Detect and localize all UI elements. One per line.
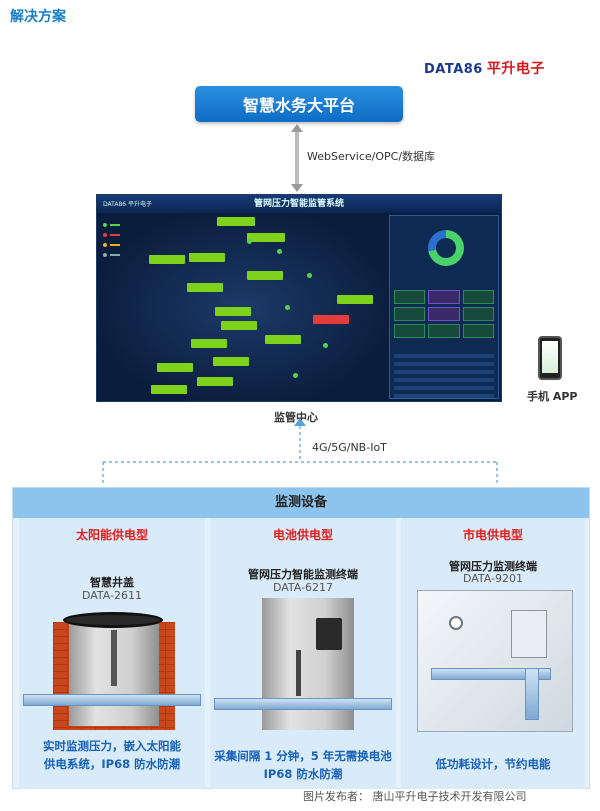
product-model: DATA-9201 (462, 572, 524, 585)
map-marker (213, 357, 249, 366)
product-name: 智慧井盖 (90, 576, 134, 589)
product-name: 管网压力监测终端 (449, 560, 537, 573)
sensor-cable (111, 630, 117, 686)
logo-cn: 平升电子 (486, 61, 545, 77)
map-marker (197, 377, 233, 386)
monitor-center-label: 监管中心 (274, 411, 318, 424)
pipe-icon (23, 694, 201, 706)
caption-line: 低功耗设计，节约电能 (435, 757, 551, 771)
power-type: 电池供电型 (272, 528, 333, 542)
map-legend (103, 223, 120, 263)
product-name: 管网压力智能监测终端 (248, 568, 358, 581)
map-marker-alert (313, 315, 349, 324)
network-label: 4G/5G/NB-IoT (312, 441, 387, 454)
caption-line: IP68 防水防潮 (263, 767, 343, 781)
terminal-icon (316, 618, 342, 650)
platform-box: 智慧水务大平台 (195, 86, 403, 122)
map-marker (215, 307, 251, 316)
power-type: 市电供电型 (462, 528, 523, 542)
protocol-label: WebService/OPC/数据库 (307, 150, 436, 163)
map-marker (221, 321, 257, 330)
map-marker (189, 253, 225, 262)
map-marker (151, 385, 187, 394)
product-model: DATA-2611 (81, 589, 143, 602)
map-marker (337, 295, 373, 304)
map-marker (187, 283, 223, 292)
phone-app-label: 手机 APP (527, 390, 578, 403)
caption-line: 采集间隔 1 分钟，5 年无需换电池 (214, 749, 392, 763)
power-type: 太阳能供电型 (75, 528, 148, 542)
map-marker (247, 271, 283, 280)
screen-brand: DATA86 平升电子 (103, 201, 152, 208)
map-marker (157, 363, 193, 372)
map-marker (191, 339, 227, 348)
screen-title: 管网压力智能监管系统 (97, 195, 501, 213)
manhole-cover-icon (63, 612, 163, 628)
monitoring-screen: 管网压力智能监管系统 DATA86 平升电子 (96, 194, 502, 402)
map-marker (265, 335, 301, 344)
map-marker (217, 217, 255, 226)
sensor-cable (296, 650, 301, 696)
double-arrow-icon (291, 124, 303, 192)
cabinet-room (417, 590, 573, 732)
pipe-icon (525, 668, 539, 720)
caption-line: 供电系统，IP68 防水防潮 (43, 757, 181, 771)
footer-publisher: 图片发布者： 唐山平升电子技术开发有限公司 (303, 790, 527, 803)
status-donut (428, 230, 464, 266)
station-cells (394, 290, 494, 338)
pipe-icon (431, 668, 551, 680)
device-column-battery: 电池供电型 管网压力智能监测终端 DATA-6217 采集间隔 1 分钟，5 年… (210, 518, 396, 789)
phone-icon (538, 336, 562, 380)
product-model: DATA-6217 (272, 581, 334, 594)
pipe-icon (214, 698, 392, 710)
map-view (97, 213, 389, 401)
logo-brand: DATA86 (424, 62, 483, 77)
devices-heading: 监测设备 (13, 488, 589, 518)
caption-line: 实时监测压力，嵌入太阳能 (43, 739, 181, 753)
map-marker (247, 233, 285, 242)
record-rows (394, 354, 494, 401)
section-title: 解决方案 (10, 9, 66, 25)
screen-sidebar (389, 215, 499, 399)
device-column-solar: 太阳能供电型 智慧井盖 DATA-2611 实时监测压力，嵌入太阳能 供电系统，… (19, 518, 205, 789)
map-marker (149, 255, 185, 264)
devices-panel: 监测设备 太阳能供电型 智慧井盖 DATA-2611 实时监测压力，嵌入太阳能 … (12, 487, 590, 789)
terminal-box-icon (511, 610, 547, 658)
device-column-mains: 市电供电型 管网压力监测终端 DATA-9201 低功耗设计，节约电能 (401, 518, 585, 789)
network-connector (102, 418, 498, 486)
pressure-gauge-icon (449, 616, 463, 630)
